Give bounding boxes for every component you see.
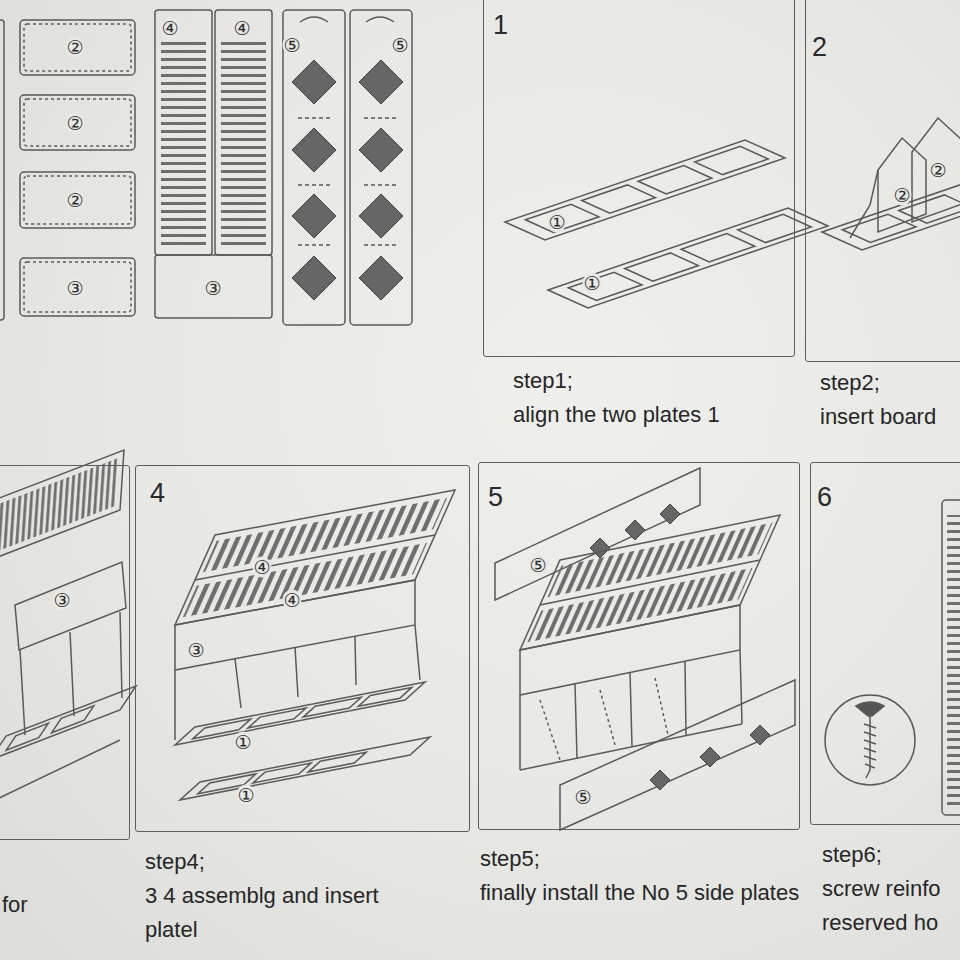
step-text: align the two plates 1 <box>513 398 803 432</box>
panel-frame <box>135 465 470 832</box>
panel-frame <box>483 0 795 357</box>
step-panel: 2step2;insert board <box>805 0 960 362</box>
callout-number: ① <box>582 273 601 294</box>
step-number: 2 <box>812 34 827 61</box>
step-heading: step4; <box>145 845 435 879</box>
panel-frame <box>0 465 130 840</box>
step-panel: 4step4;3 4 assemblg and insert platel <box>135 465 470 832</box>
callout-number: ⑤ <box>282 35 301 56</box>
step-caption: step5;finally install the No 5 side plat… <box>480 842 800 910</box>
step-number: 6 <box>817 484 832 511</box>
step-caption: step4;3 4 assemblg and insert platel <box>145 845 435 947</box>
step-text: for <box>2 888 122 922</box>
panel-frame <box>810 462 960 825</box>
step-number: 4 <box>150 480 165 507</box>
step-panel: 6step6;screw reinfo reserved ho <box>810 462 960 825</box>
step-text: screw reinfo reserved ho <box>822 872 960 940</box>
callout-number: ④ <box>160 18 179 39</box>
step-number: 5 <box>488 484 503 511</box>
callout-number: ② <box>65 190 84 211</box>
callout-number: ② <box>65 37 84 58</box>
callout-number: ⑤ <box>573 787 592 808</box>
callout-number: ⑤ <box>390 35 409 56</box>
step-text: 3 4 assemblg and insert platel <box>145 879 435 947</box>
step-panel: for <box>0 465 130 840</box>
callout-number: ① <box>233 732 252 753</box>
callout-number: ② <box>892 185 911 206</box>
callout-number: ③ <box>52 590 71 611</box>
step-text: insert board <box>820 400 960 434</box>
callout-number: ① <box>236 785 255 806</box>
callout-number: ④ <box>232 18 251 39</box>
step-heading: step1; <box>513 364 803 398</box>
callout-number: ③ <box>65 278 84 299</box>
step-caption: step2;insert board <box>820 366 960 434</box>
step-text: finally install the No 5 side plates <box>480 876 800 910</box>
callout-number: ⑤ <box>528 555 547 576</box>
step-heading: step2; <box>820 366 960 400</box>
step-panel: 1step1;align the two plates 1 <box>483 0 795 357</box>
callout-number: ④ <box>252 557 271 578</box>
callout-number: ④ <box>282 590 301 611</box>
step-heading: step5; <box>480 842 800 876</box>
callout-number: ② <box>65 113 84 134</box>
step-number: 1 <box>493 12 508 39</box>
callout-number: ② <box>928 160 947 181</box>
panel-frame <box>478 462 800 830</box>
step-heading: step6; <box>822 838 960 872</box>
callout-number: ③ <box>203 278 222 299</box>
step-caption: step6;screw reinfo reserved ho <box>822 838 960 940</box>
step-caption: for <box>2 888 122 922</box>
callout-number: ① <box>547 212 566 233</box>
step-panel: 5step5;finally install the No 5 side pla… <box>478 462 800 830</box>
panel-frame <box>805 0 960 362</box>
callout-number: ③ <box>186 640 205 661</box>
step-caption: step1;align the two plates 1 <box>513 364 803 432</box>
